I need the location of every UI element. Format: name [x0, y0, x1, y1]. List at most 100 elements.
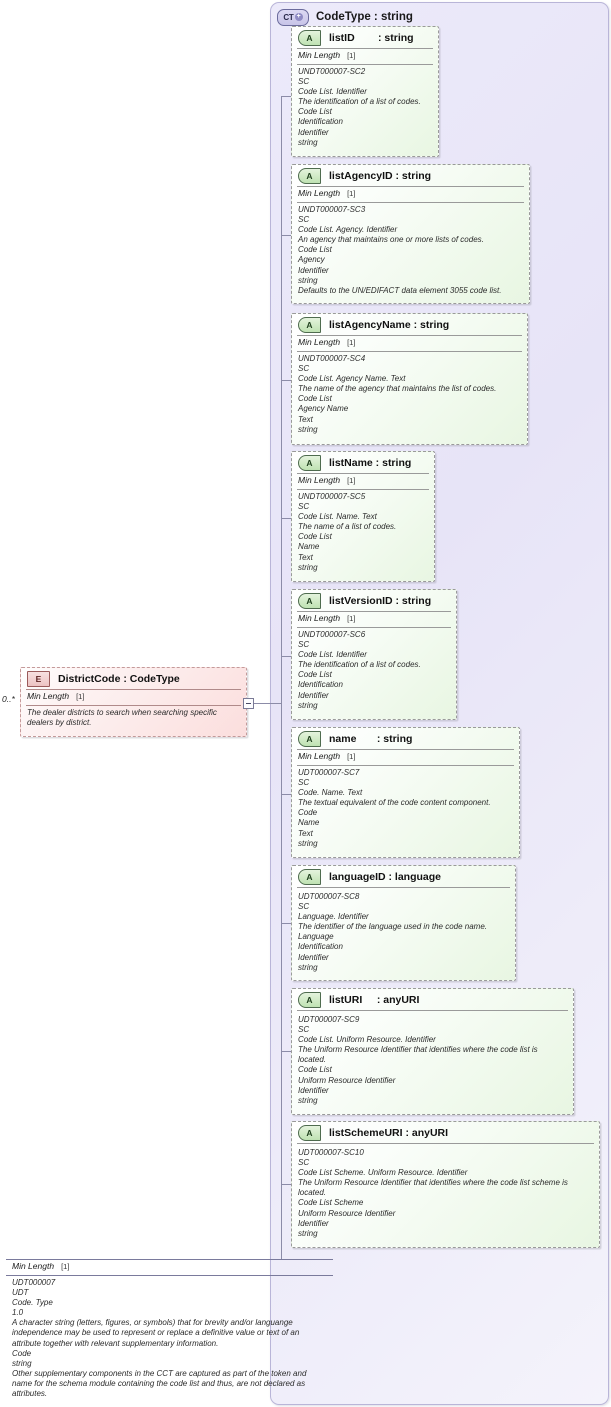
doc-line: SC	[298, 77, 310, 87]
element-node-districtcode[interactable]: E DistrictCode : CodeType Min Length [1]…	[20, 667, 247, 737]
doc-line: A character string (letters, figures, or…	[12, 1318, 300, 1348]
doc-line: The name of the agency that maintains th…	[298, 384, 497, 394]
doc-line: Identifier	[298, 690, 329, 700]
divider	[297, 749, 514, 750]
doc-line: UNDT000007-SC3	[298, 205, 366, 214]
doc-line: SC	[298, 215, 310, 225]
doc-line: Identification	[298, 942, 343, 952]
facet-label: Min Length	[298, 337, 341, 347]
attribute-node-listuri[interactable]: A listURI : anyURI UDT000007-SC9 SC Code…	[291, 988, 574, 1115]
facet-min-length: Min Length [1]	[292, 49, 438, 64]
attribute-header: A name : string	[292, 728, 519, 749]
attribute-icon: A	[298, 29, 321, 46]
facet-min-length: Min Length [1]	[292, 187, 529, 202]
doc-line: Uniform Resource Identifier	[298, 1208, 396, 1218]
attribute-node-listname[interactable]: A listName : string Min Length [1] UNDT0…	[291, 451, 435, 582]
doc-line: 1.0	[12, 1308, 24, 1318]
divider	[297, 351, 522, 352]
facet-value: [1]	[347, 338, 356, 347]
doc-line: Code List Scheme	[298, 1198, 364, 1208]
attribute-header: A listVersionID : string	[292, 590, 456, 611]
doc-line: Code List. Identifier	[298, 87, 367, 97]
doc-line: SC	[298, 778, 310, 788]
attribute-header: A languageID : language	[292, 866, 515, 887]
doc-line: Identification	[298, 117, 343, 127]
doc-line: string	[298, 962, 318, 972]
facet-value: [1]	[347, 614, 356, 623]
divider	[297, 202, 524, 203]
divider	[297, 765, 514, 766]
doc-line: UDT000007-SC9	[298, 1015, 360, 1024]
attribute-header: A listAgencyID : string	[292, 165, 529, 186]
doc-line: string	[12, 1358, 32, 1368]
facet-value: [1]	[347, 476, 356, 485]
attribute-node-listversionid[interactable]: A listVersionID : string Min Length [1] …	[291, 589, 457, 720]
attribute-name: name : string	[329, 732, 413, 745]
doc-line: string	[298, 562, 318, 572]
attribute-node-listid[interactable]: A listID : string Min Length [1] UNDT000…	[291, 26, 439, 157]
complextype-title: CodeType : string	[316, 11, 413, 23]
attribute-header: A listName : string	[292, 452, 434, 473]
doc-line: SC	[298, 364, 310, 374]
attribute-icon: A	[298, 868, 321, 885]
divider	[26, 705, 241, 706]
tree-branch	[281, 518, 291, 519]
attribute-node-listagencyname[interactable]: A listAgencyName : string Min Length [1]…	[291, 313, 528, 445]
doc-line: Text	[298, 414, 313, 424]
attribute-node-listagencyid[interactable]: A listAgencyID : string Min Length [1] U…	[291, 164, 530, 304]
doc-line: Text	[298, 828, 313, 838]
tree-branch	[281, 380, 291, 381]
doc-line: Language	[298, 932, 334, 942]
attribute-icon: A	[298, 454, 321, 471]
doc-line: Code	[298, 808, 318, 818]
doc-line: UNDT000007-SC2	[298, 67, 366, 76]
doc-line: The dealer districts to search when sear…	[27, 708, 217, 728]
doc-line: Code List	[298, 532, 332, 542]
divider	[297, 887, 510, 888]
doc-line: The Uniform Resource Identifier that ide…	[298, 1045, 538, 1065]
tree-branch	[281, 96, 291, 97]
doc-line: SC	[298, 1025, 310, 1035]
divider	[297, 489, 429, 490]
attribute-header: A listID : string	[292, 27, 438, 48]
attribute-node-name[interactable]: A name : string Min Length [1] UDT000007…	[291, 727, 520, 858]
attribute-header: A listAgencyName : string	[292, 314, 527, 335]
attribute-name: listVersionID : string	[329, 594, 432, 607]
attribute-documentation: UNDT000007-SC4 SC Code List. Agency Name…	[292, 352, 527, 439]
doc-line: The identification of a list of codes.	[298, 97, 421, 107]
facet-label: Min Length	[12, 1261, 55, 1271]
attribute-documentation: UDT000007-SC8 SC Language. Identifier Th…	[292, 888, 515, 977]
attribute-name: listURI : anyURI	[329, 993, 420, 1006]
doc-line: Code List Scheme. Uniform Resource. Iden…	[298, 1168, 468, 1178]
attribute-name: listAgencyName : string	[329, 318, 450, 331]
element-documentation: The dealer districts to search when sear…	[21, 706, 246, 732]
attribute-documentation: UDT000007-SC9 SC Code List. Uniform Reso…	[292, 1011, 573, 1110]
doc-line: UDT000007-SC10	[298, 1148, 364, 1157]
divider	[297, 64, 433, 65]
attribute-name: listSchemeURI : anyURI	[329, 1126, 449, 1139]
attribute-icon: A	[298, 167, 321, 184]
element-header: E DistrictCode : CodeType	[21, 668, 246, 689]
attribute-node-languageid[interactable]: A languageID : language UDT000007-SC8 SC…	[291, 865, 516, 981]
doc-line: Text	[298, 552, 313, 562]
doc-line: Code List. Uniform Resource. Identifier	[298, 1035, 436, 1045]
expand-plus-icon[interactable]: +	[294, 13, 303, 21]
facet-label: Min Length	[298, 188, 341, 198]
divider	[297, 627, 451, 628]
tree-branch	[281, 235, 291, 236]
attribute-name: listAgencyID : string	[329, 169, 432, 182]
facet-min-length: Min Length [1]	[6, 1260, 333, 1275]
doc-line: string	[298, 424, 318, 434]
doc-line: Code. Type	[12, 1298, 53, 1308]
complextype-documentation: UDT000007 UDT Code. Type 1.0 A character…	[6, 1276, 333, 1403]
divider	[297, 473, 429, 474]
collapse-toggle-icon[interactable]	[243, 698, 254, 709]
attribute-name: listName : string	[329, 456, 412, 469]
doc-line: Code. Name. Text	[298, 788, 363, 798]
complextype-icon[interactable]: CT+	[277, 8, 309, 26]
facet-label: Min Length	[298, 50, 341, 60]
attribute-node-listschemeuri[interactable]: A listSchemeURI : anyURI UDT000007-SC10 …	[291, 1121, 600, 1248]
doc-line: Identifier	[298, 127, 329, 137]
doc-line: UDT000007-SC8	[298, 892, 360, 901]
facet-value: [1]	[347, 51, 356, 60]
